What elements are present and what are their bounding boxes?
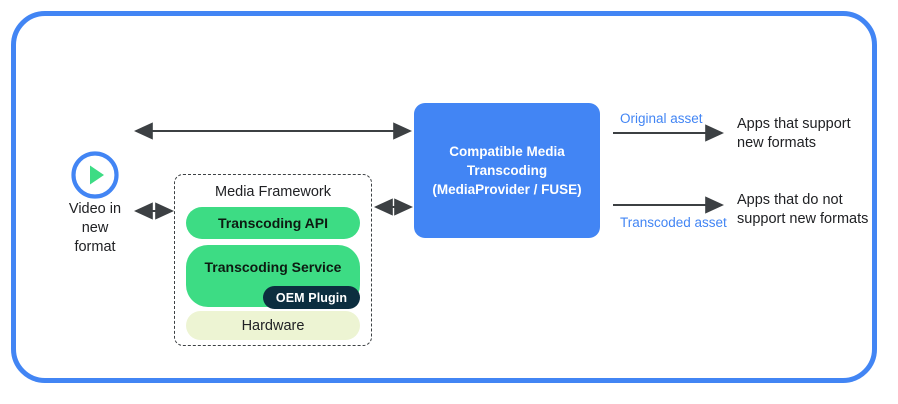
transcoding-api-box: Transcoding API bbox=[186, 207, 360, 239]
apps-supporting-formats-label: Apps that support new formats bbox=[737, 115, 851, 153]
compatible-media-transcoding-box: Compatible Media Transcoding (MediaProvi… bbox=[414, 103, 600, 238]
transcoding-service-box: Transcoding Service OEM Plugin bbox=[186, 245, 360, 309]
outer-frame-border bbox=[11, 11, 877, 383]
source-video-label-line2: new bbox=[81, 220, 109, 236]
apps-not-supporting-formats-line2: support new formats bbox=[737, 211, 869, 227]
transcoded-asset-label: Transcoded asset bbox=[620, 215, 727, 230]
original-asset-label: Original asset bbox=[620, 111, 703, 126]
media-framework-group: Media Framework Transcoding API Transcod… bbox=[174, 174, 372, 346]
media-framework-title: Media Framework bbox=[214, 184, 332, 200]
cmt-line3: (MediaProvider / FUSE) bbox=[432, 182, 582, 197]
source-video-label: Video in new format bbox=[46, 200, 144, 257]
source-video-label-line3: format bbox=[74, 239, 116, 255]
apps-not-supporting-formats-label: Apps that do not support new formats bbox=[737, 191, 868, 229]
source-video-label-line1: Video in bbox=[68, 201, 122, 217]
play-circle-icon bbox=[70, 150, 120, 200]
transcoding-service-label: Transcoding Service bbox=[204, 259, 342, 275]
apps-supporting-formats-line2: new formats bbox=[737, 135, 816, 151]
apps-not-supporting-formats-line1: Apps that do not bbox=[737, 192, 843, 208]
oem-plugin-badge: OEM Plugin bbox=[263, 286, 360, 309]
apps-supporting-formats-line1: Apps that support bbox=[737, 116, 851, 132]
cmt-line2: Transcoding bbox=[466, 163, 548, 178]
hardware-box: Hardware bbox=[186, 311, 360, 340]
cmt-line1: Compatible Media bbox=[449, 144, 565, 159]
